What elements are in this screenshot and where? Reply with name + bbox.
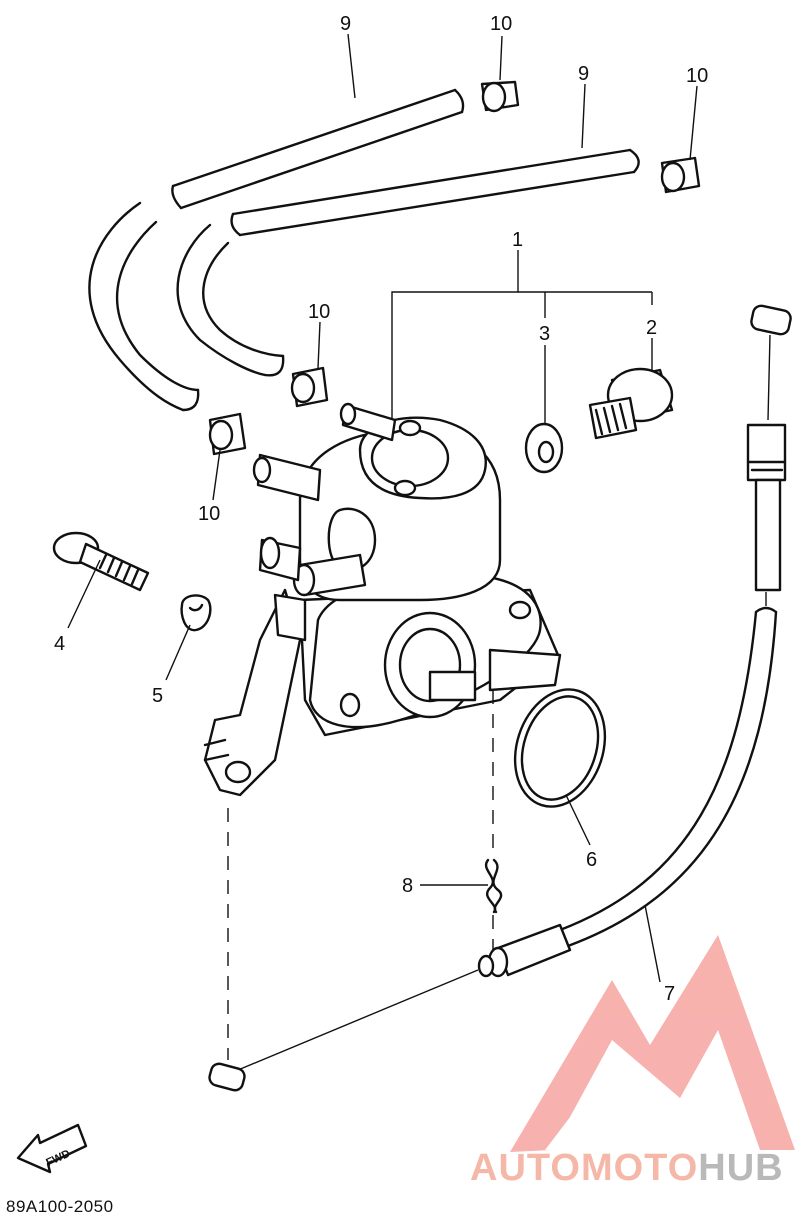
- washer-3: [524, 422, 564, 474]
- callout-1: 1: [512, 229, 523, 251]
- clamp-10-lower: [208, 412, 247, 456]
- callout-10-lower: 10: [198, 503, 220, 525]
- o-ring-6: [513, 688, 607, 808]
- callout-8: 8: [402, 875, 413, 897]
- clamp-10-top-right: [660, 156, 701, 194]
- fwd-arrow-icon: FWD: [16, 1123, 88, 1174]
- callout-10-top-right: 10: [686, 65, 708, 87]
- automotohub-logo-mark: [510, 935, 795, 1152]
- callout-labels: 9 10 9 10 1 3 2 10 10 4 5 6 8 7: [54, 13, 708, 1005]
- oil-pump-assembly-1: [203, 402, 562, 797]
- logo-text-hub: HUB: [698, 1147, 784, 1189]
- callout-7: 7: [664, 983, 675, 1005]
- callout-10-middle: 10: [308, 301, 330, 323]
- reference-code: 89A100-2050: [6, 1197, 114, 1216]
- cable-7: [208, 304, 792, 1092]
- automotohub-logo-text: AUTOMOTOHUB: [470, 1147, 784, 1190]
- logo-text-automoto: AUTOMOTO: [470, 1147, 699, 1189]
- callout-3: 3: [539, 323, 550, 345]
- lock-washer-5: [180, 594, 212, 632]
- bolt-2: [588, 367, 674, 440]
- bolt-4: [52, 531, 150, 592]
- clip-8: [485, 858, 503, 914]
- hose-9-right: [176, 148, 640, 377]
- leader-lines: [67, 33, 767, 1060]
- callout-5: 5: [152, 685, 163, 707]
- clamp-10-top-left: [480, 80, 520, 113]
- callout-2: 2: [646, 317, 657, 339]
- callout-4: 4: [54, 633, 65, 655]
- hose-9-left: [88, 88, 465, 412]
- clamp-10-middle: [290, 366, 329, 408]
- callout-10-top-left: 10: [490, 13, 512, 35]
- callout-6: 6: [586, 849, 597, 871]
- callout-9-right: 9: [578, 63, 589, 85]
- callout-9-left: 9: [340, 13, 351, 35]
